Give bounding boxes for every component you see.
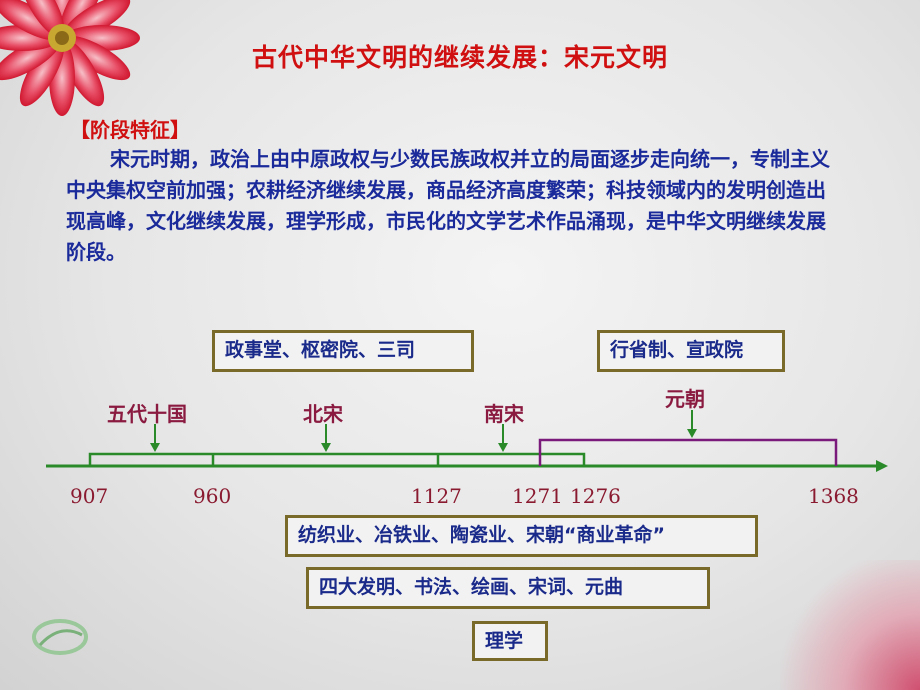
period-label-beisong: 北宋 xyxy=(303,402,343,426)
section-heading: 【阶段特征】 xyxy=(70,118,190,142)
timeline-arrowhead xyxy=(876,460,888,472)
section-body: 宋元时期，政治上由中原政权与少数民族政权并立的局面逐步走向统一，专制主义中央集权… xyxy=(66,147,830,264)
yuan-bracket xyxy=(538,438,838,466)
year-907: 907 xyxy=(70,484,109,508)
year-1127: 1127 xyxy=(411,484,462,508)
year-1276: 1276 xyxy=(570,484,621,508)
corner-decoration xyxy=(780,560,920,690)
period-label-nansong: 南宋 xyxy=(484,402,524,426)
bottom-box-culture: 四大发明、书法、绘画、宋词、元曲 xyxy=(306,567,710,609)
year-960: 960 xyxy=(193,484,232,508)
arrow-wudai xyxy=(150,424,160,452)
arrow-yuan xyxy=(687,410,697,438)
song-bracket xyxy=(88,452,586,466)
year-1368: 1368 xyxy=(808,484,859,508)
bottom-box-lixue: 理学 xyxy=(472,621,548,661)
arrow-beisong xyxy=(321,424,331,452)
arrow-nansong xyxy=(498,424,508,452)
year-1271: 1271 xyxy=(512,484,563,508)
period-label-yuan: 元朝 xyxy=(665,387,705,411)
period-label-wudai: 五代十国 xyxy=(107,402,187,426)
top-box-yuan-institutions: 行省制、宣政院 xyxy=(597,330,785,372)
page-title: 古代中华文明的继续发展：宋元文明 xyxy=(251,43,668,72)
dearedu-logo xyxy=(30,615,190,665)
bottom-box-economy: 纺织业、冶铁业、陶瓷业、宋朝“商业革命” xyxy=(285,515,758,557)
red-flower-decoration xyxy=(0,0,140,116)
top-box-song-institutions: 政事堂、枢密院、三司 xyxy=(212,330,474,372)
